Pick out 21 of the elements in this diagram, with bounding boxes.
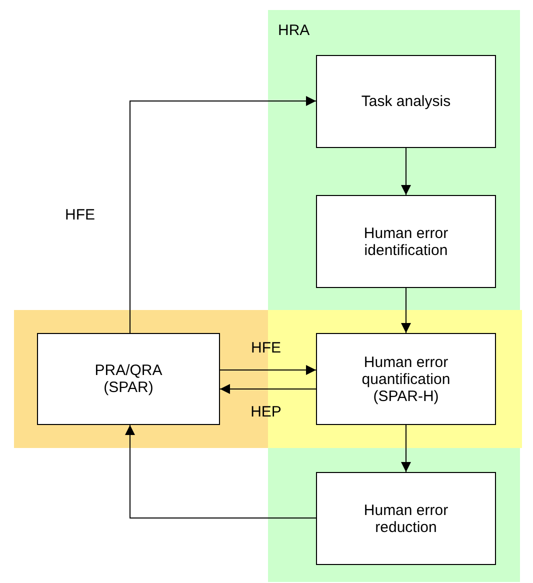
process-box xyxy=(316,55,496,148)
box-label: Task analysis xyxy=(361,93,451,110)
arrow xyxy=(220,365,316,375)
arrow xyxy=(130,96,316,334)
arrow xyxy=(125,424,316,518)
process-box xyxy=(37,333,220,425)
region-title: HRA xyxy=(278,22,310,39)
edge-label: HEP xyxy=(250,404,282,420)
box-label: Human error quantification (SPAR-H) xyxy=(360,354,452,404)
edge-label: HFE xyxy=(251,340,281,356)
arrow xyxy=(220,384,316,394)
box-label: PRA/QRA (SPAR) xyxy=(94,362,164,396)
process-box xyxy=(316,333,496,425)
process-box xyxy=(316,195,496,288)
arrow xyxy=(401,288,411,334)
arrow xyxy=(401,148,411,196)
arrow xyxy=(401,424,411,472)
edge-label: HFE xyxy=(65,206,95,224)
box-label: Human error identification xyxy=(362,224,450,258)
process-box xyxy=(316,472,496,565)
box-label: Human error reduction xyxy=(362,502,450,536)
